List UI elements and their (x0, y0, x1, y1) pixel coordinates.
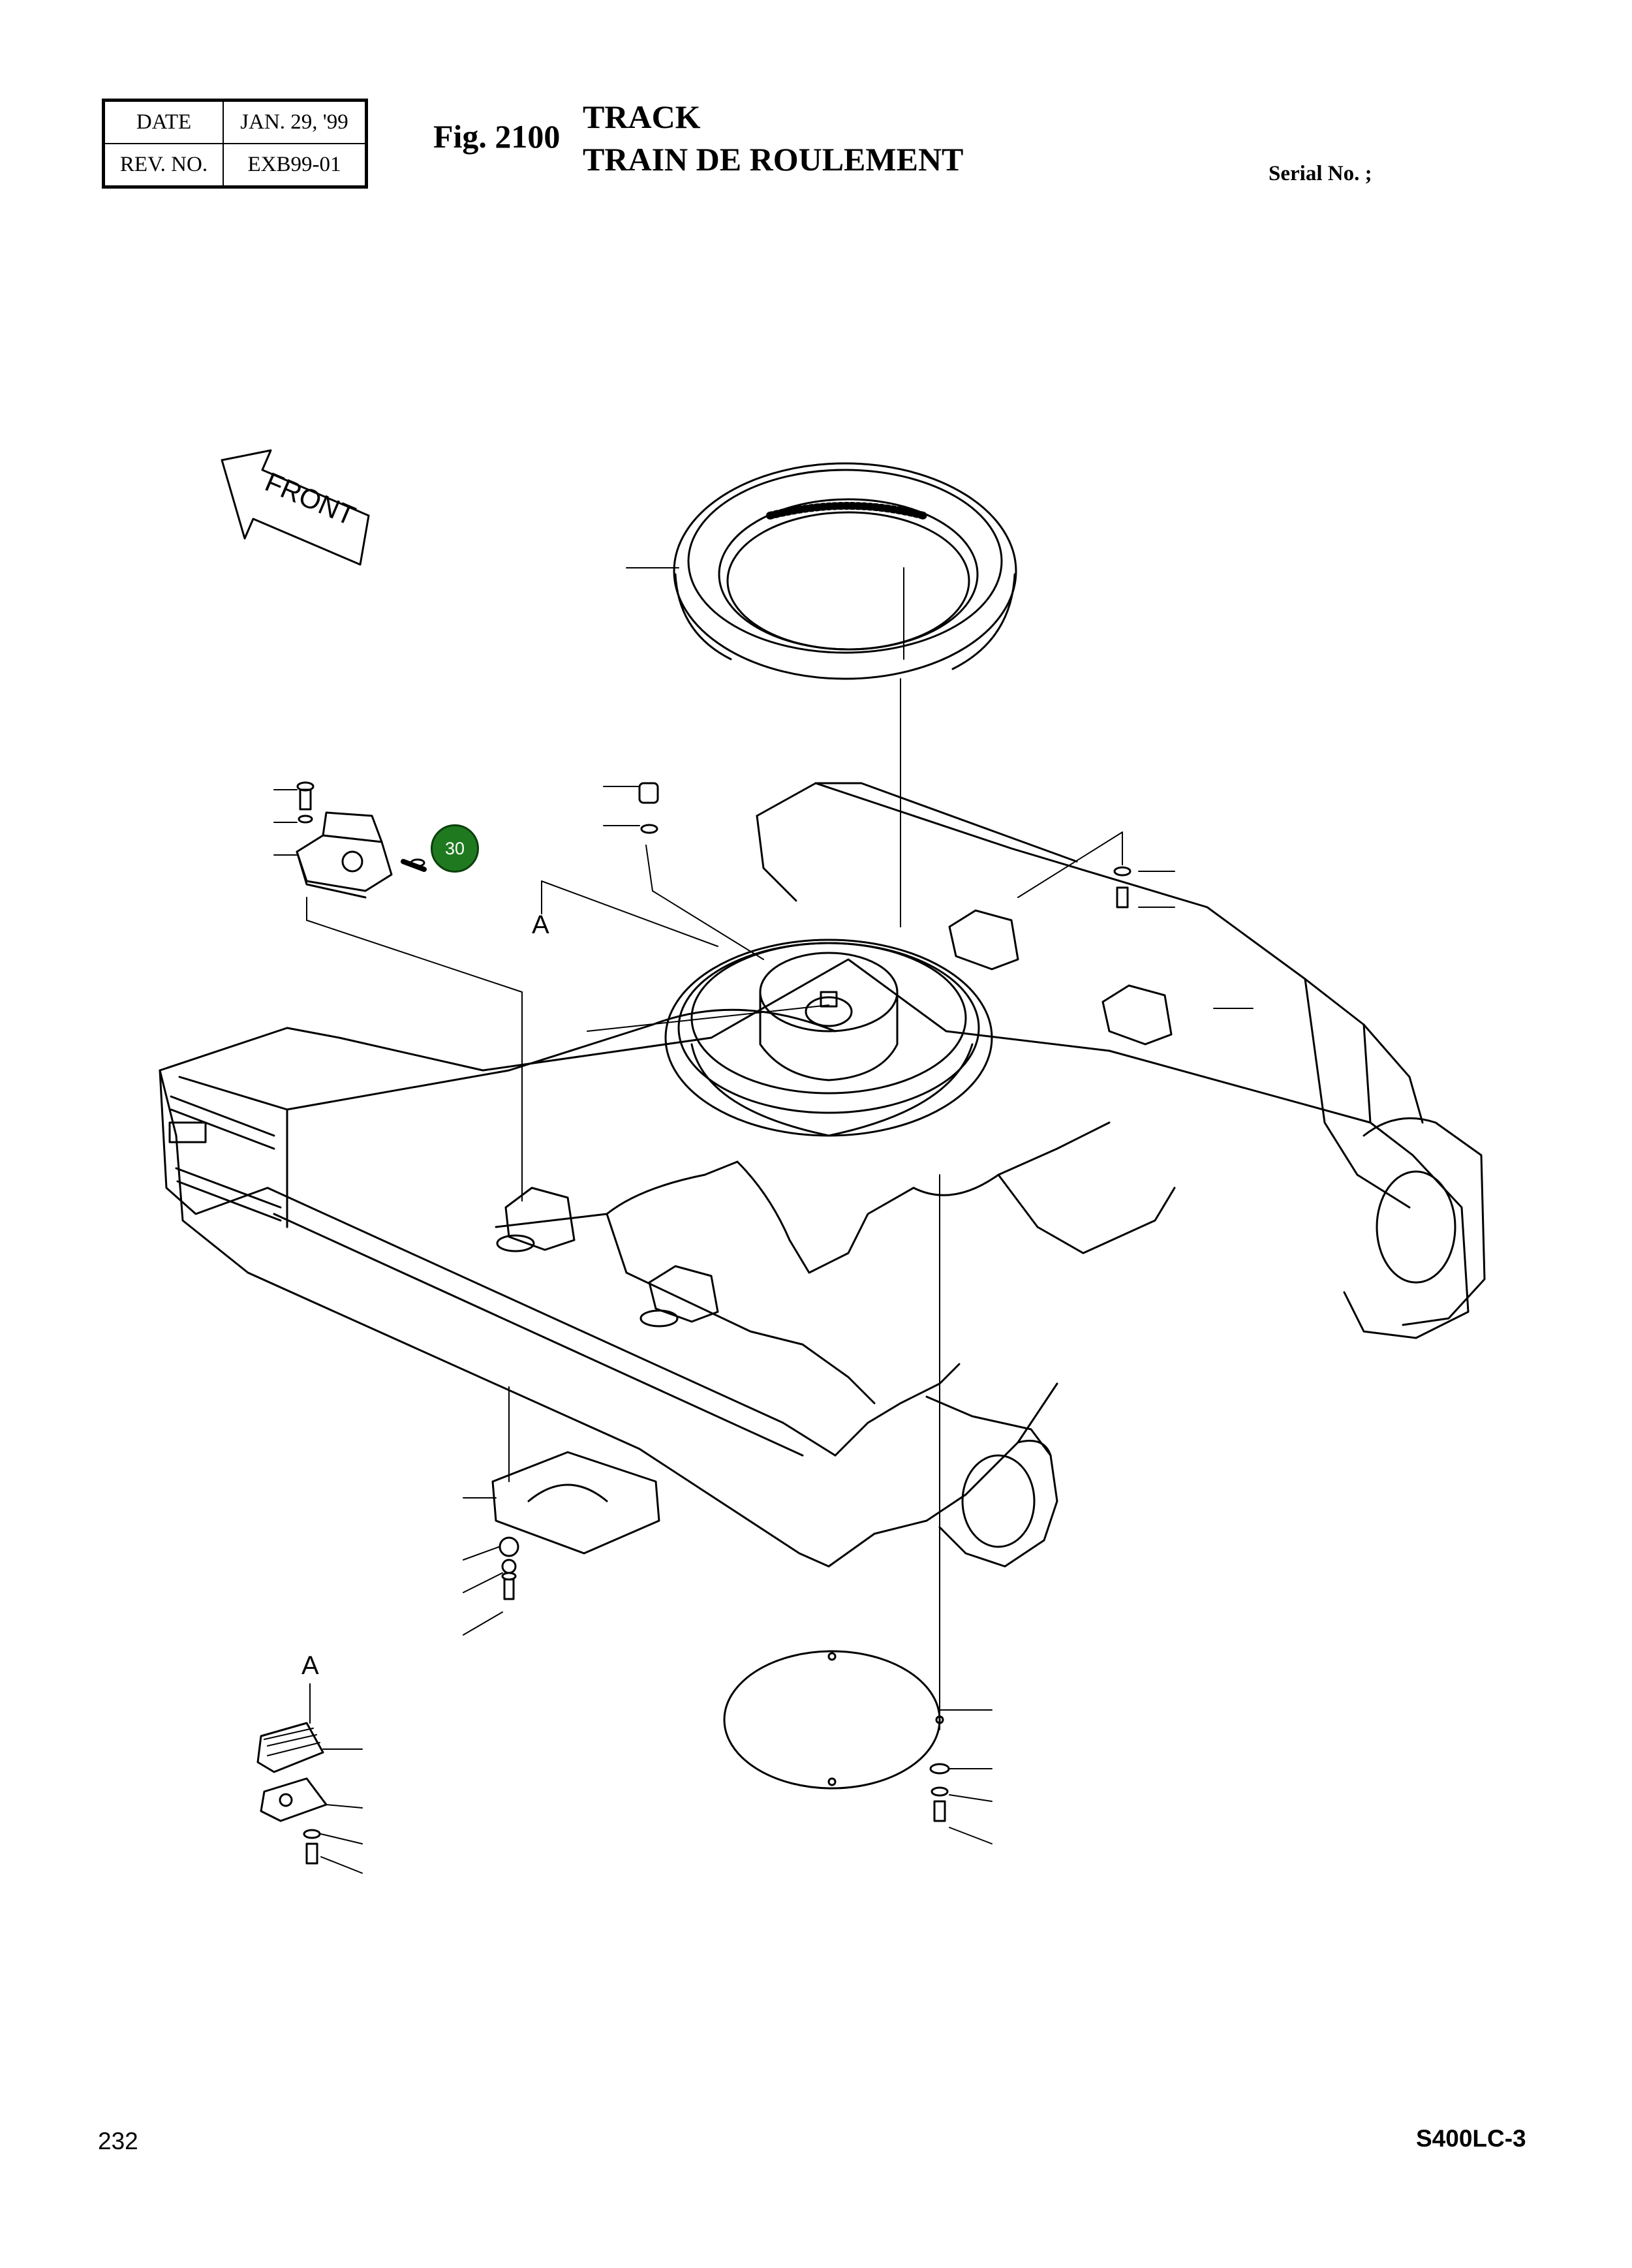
revision-table: DATE JAN. 29, '99 REV. NO. EXB99-01 (102, 99, 368, 189)
page-number: 232 (98, 2128, 138, 2154)
right-bolts (638, 782, 1132, 909)
cover-plate (723, 1650, 950, 1822)
front-arrow: FRONT (221, 449, 370, 566)
view-label-a-top: A (532, 910, 549, 939)
front-label: FRONT (261, 466, 360, 531)
view-label-a-bottom: A (301, 1651, 319, 1680)
lower-bracket (491, 1451, 660, 1600)
model-number: S400LC-3 (1416, 2125, 1526, 2152)
leader-lines (273, 567, 1254, 1874)
lower-frame (159, 782, 1486, 1568)
swing-bearing (673, 462, 1017, 680)
plate-assembly (256, 1722, 328, 1865)
center-swivel-joint (664, 939, 993, 1137)
rev-label: REV. NO. (102, 143, 224, 188)
figure-number: Fig. 2100 (433, 118, 561, 155)
date-row: DATE JAN. 29, '99 (102, 99, 367, 144)
guard-bracket (296, 781, 427, 899)
title-french: TRAIN DE ROULEMENT (583, 141, 964, 178)
date-value: JAN. 29, '99 (223, 99, 367, 144)
rev-row: REV. NO. EXB99-01 (102, 143, 367, 188)
rev-value: EXB99-01 (223, 143, 367, 188)
serial-number: Serial No. ; (1269, 162, 1372, 185)
title-english: TRACK (583, 99, 701, 135)
callout-30-badge[interactable]: 30 (431, 824, 479, 873)
date-label: DATE (102, 99, 224, 144)
pads (496, 909, 1173, 1328)
